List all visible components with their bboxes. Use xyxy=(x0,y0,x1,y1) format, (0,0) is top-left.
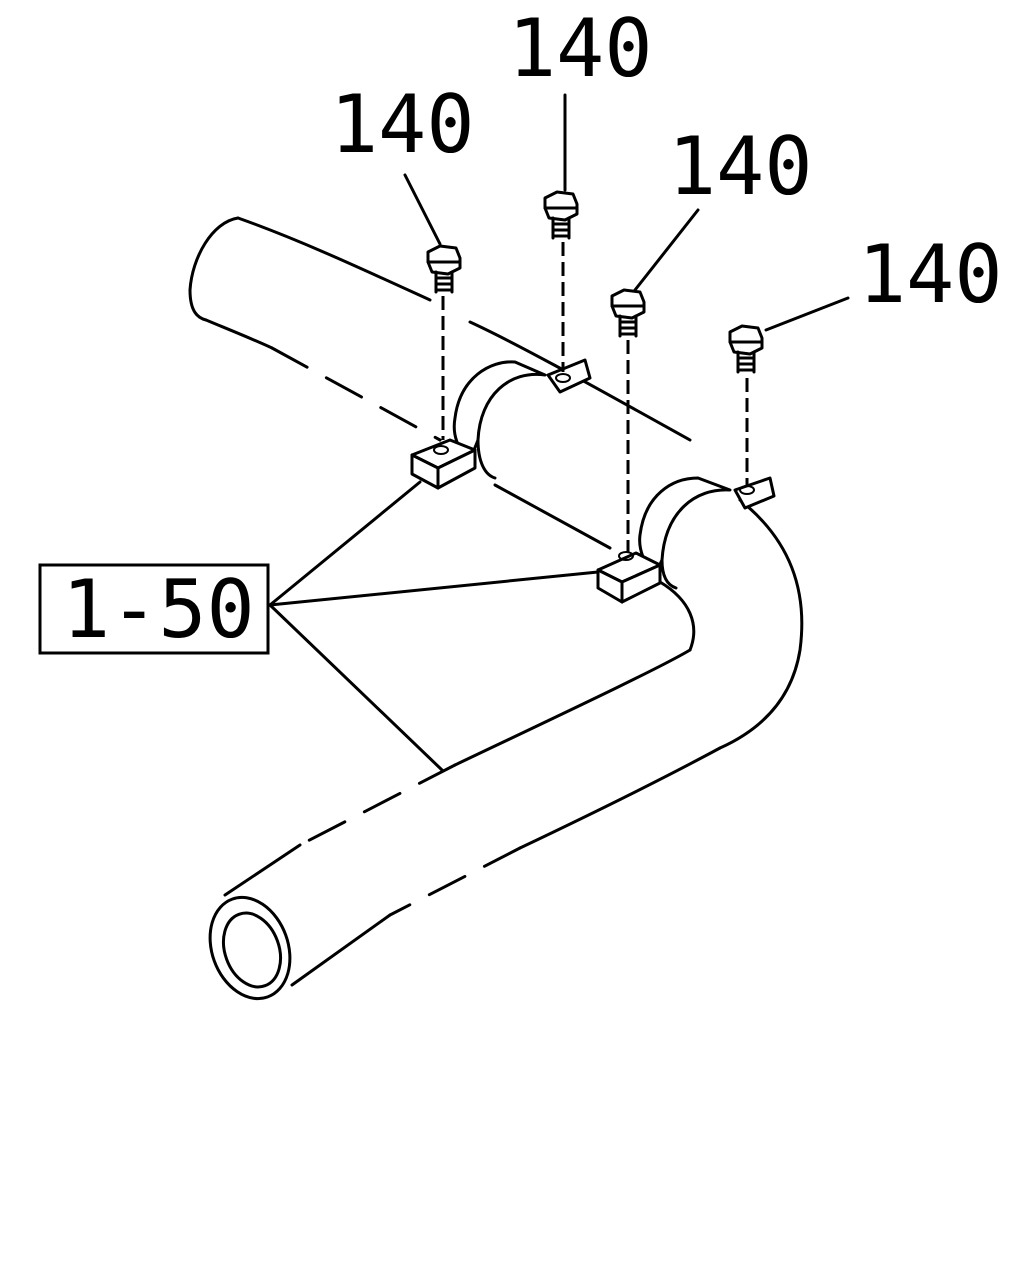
clamp-left xyxy=(410,358,592,490)
callout-bolt-b: 140 xyxy=(508,2,653,95)
callout-bolt-a: 140 xyxy=(330,78,475,171)
leader-lines xyxy=(268,93,850,772)
clamp-ref-box xyxy=(38,563,270,655)
bolt-b-graphic xyxy=(543,190,579,372)
callout-bolt-d: 140 xyxy=(858,228,1003,321)
bolt-c-graphic xyxy=(610,288,646,552)
bolt-d-graphic xyxy=(728,324,764,486)
clamp-right xyxy=(596,476,776,604)
bolt-a-graphic xyxy=(426,244,462,440)
callout-clamp-ref: 1-50 xyxy=(62,563,255,656)
callout-bolt-c: 140 xyxy=(668,120,813,213)
pipe xyxy=(188,216,804,1001)
